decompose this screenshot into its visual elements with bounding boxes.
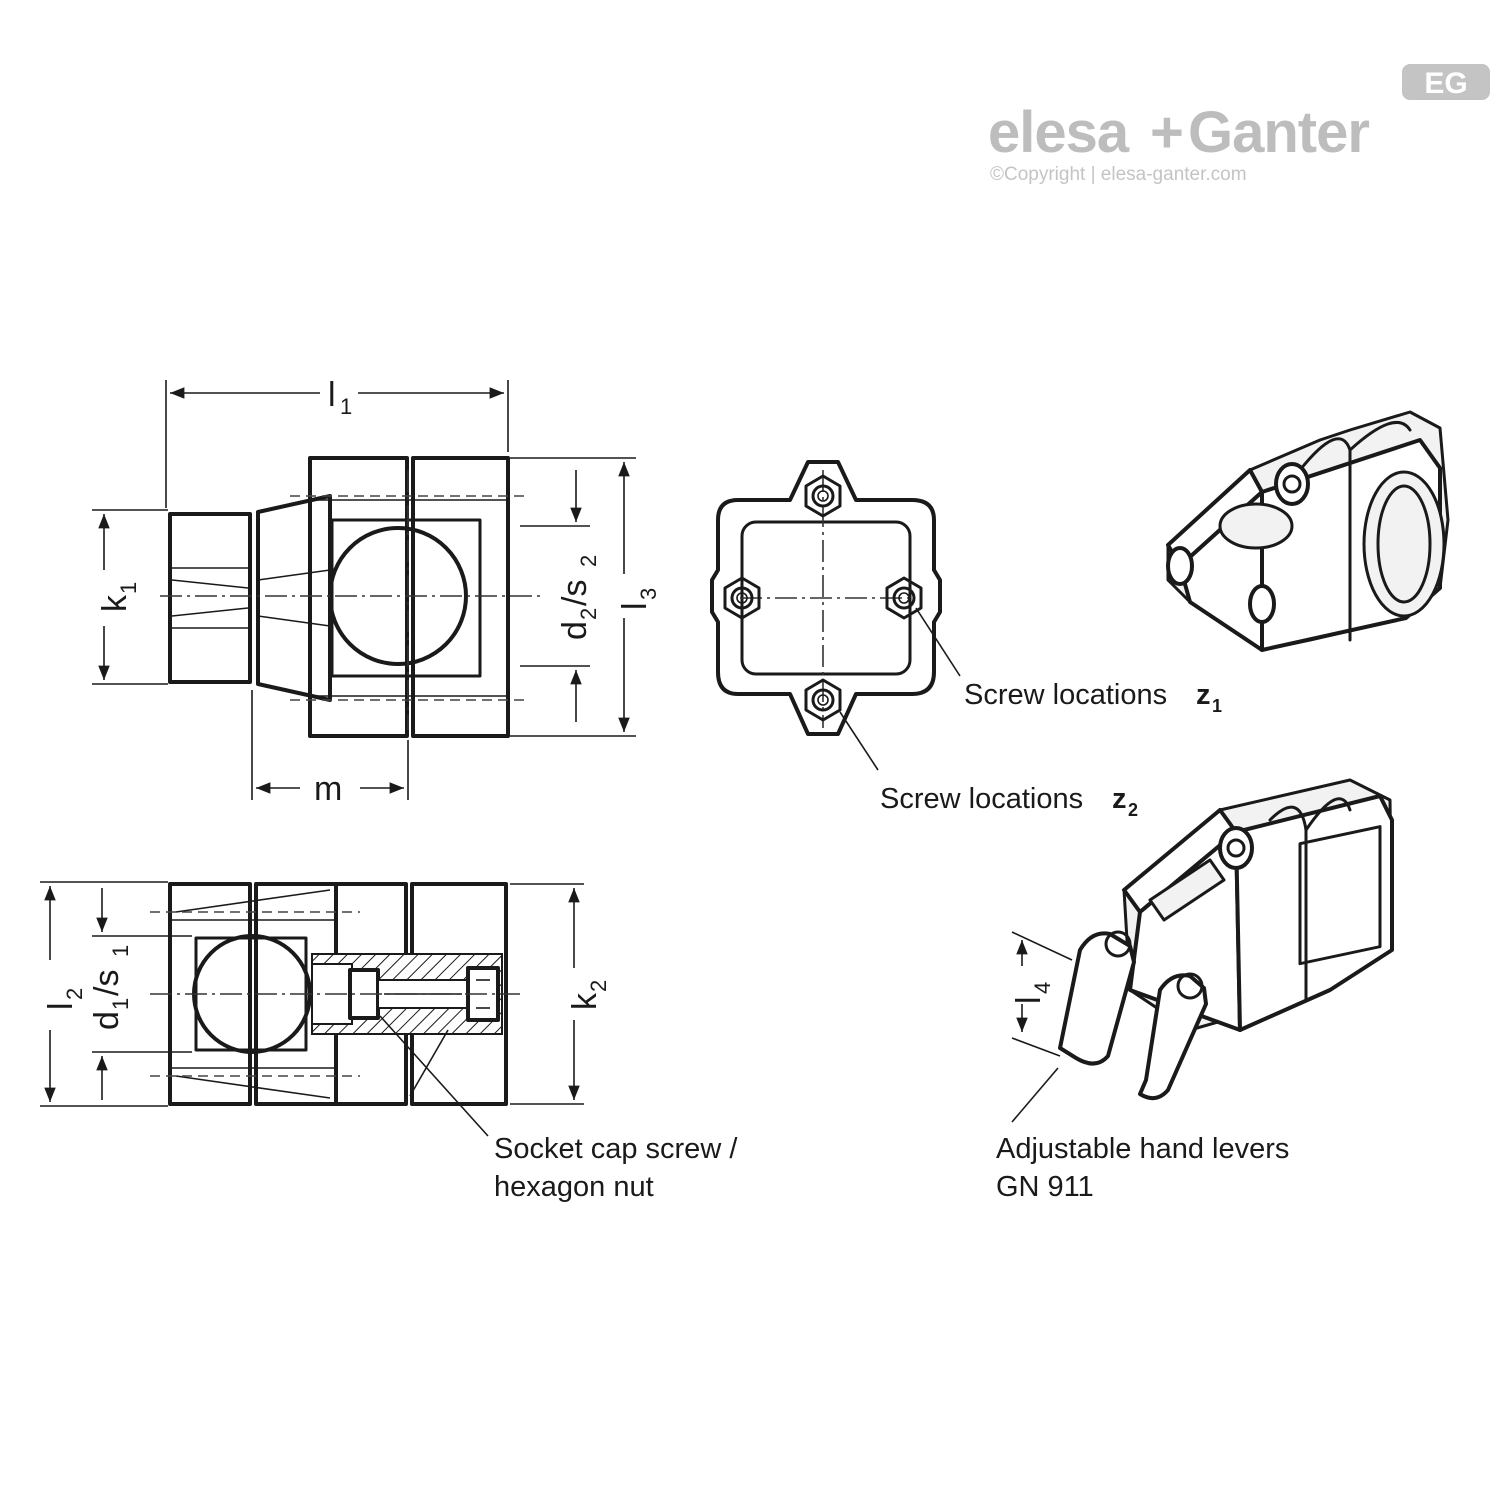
dim-d2: d	[556, 621, 594, 640]
label-levers-line2: GN 911	[996, 1171, 1094, 1203]
dim-d2-sub: 2	[576, 608, 601, 620]
screw-z2-bottom	[804, 678, 842, 722]
top-view-right-block-left-half	[308, 456, 409, 738]
label-socket-line2: hexagon nut	[494, 1171, 654, 1203]
brand-name-ganter: Ganter	[1188, 100, 1369, 165]
label-screw-z1-var: z	[1196, 679, 1211, 711]
eg-logo-text: EG	[1424, 67, 1467, 100]
dim-l3: l	[616, 602, 654, 610]
hand-lever-2	[1138, 973, 1208, 1101]
dim-l4: l	[1010, 996, 1048, 1004]
label-levers-line1: Adjustable hand levers	[996, 1133, 1289, 1165]
isometric-clamp-with-levers: l 4 Adjustable hand levers GN 911	[996, 778, 1394, 1203]
dim-k2-sub: 2	[586, 980, 611, 992]
dim-l1-sub: 1	[340, 394, 352, 419]
leader-z2	[839, 711, 879, 771]
dim-s1-sub: 1	[108, 945, 133, 957]
dim-l2: l	[42, 1002, 80, 1010]
dim-l2-sub: 2	[62, 988, 87, 1000]
top-view-left-block	[168, 512, 252, 684]
label-socket-line1: Socket cap screw /	[494, 1133, 738, 1165]
label-screw-z2: Screw locations	[880, 783, 1083, 815]
dim-l3-sub: 3	[636, 588, 661, 600]
dim-k1-sub: 1	[116, 582, 141, 594]
socket-leader-b	[409, 1029, 449, 1097]
screw-z2-top	[804, 474, 842, 518]
top-view-link	[256, 494, 332, 702]
end-view-outline	[710, 460, 942, 736]
dim-s2-sub: 2	[576, 555, 601, 567]
section-view: l 2 d 1 /s 1 k 2 Socket cap screw / hexa…	[40, 881, 738, 1203]
label-screw-z2-sub: 2	[1128, 800, 1138, 820]
top-view: l 1 k 1 d 2 /s 2 l 3 m	[92, 376, 661, 808]
brand-copyright: ©Copyright | elesa-ganter.com	[990, 164, 1247, 185]
brand-name-elesa: elesa	[988, 100, 1130, 165]
end-view: Screw locations z 1 Screw locations z 2	[710, 460, 1222, 820]
top-view-right-block-right-half	[411, 456, 510, 738]
dim-l1: l	[328, 376, 336, 414]
socket-leader-a	[379, 1015, 489, 1137]
hand-lever-1	[1058, 931, 1136, 1066]
dim-s1: /s	[88, 970, 126, 996]
dim-k1: k	[96, 594, 134, 612]
leader-levers	[1011, 1067, 1059, 1123]
label-screw-z1: Screw locations	[964, 679, 1167, 711]
screw-z1-right	[885, 576, 923, 620]
dim-k2: k	[566, 992, 604, 1010]
brand-logo: EG elesa + Ganter ©Copyright | elesa-gan…	[988, 64, 1490, 185]
dim-d1: d	[88, 1011, 126, 1030]
eg-logo-badge	[1402, 64, 1490, 100]
isometric-clamp	[1166, 410, 1450, 652]
leader-z1	[915, 607, 961, 677]
label-screw-z2-var: z	[1112, 783, 1127, 815]
dim-s2: /s	[556, 580, 594, 606]
dim-m: m	[314, 770, 342, 808]
label-screw-z1-sub: 1	[1212, 696, 1222, 716]
brand-name-plus: +	[1150, 100, 1183, 165]
dim-l4-sub: 4	[1030, 982, 1055, 994]
screw-z1-left	[723, 576, 761, 620]
dim-d1-sub: 1	[108, 998, 133, 1010]
